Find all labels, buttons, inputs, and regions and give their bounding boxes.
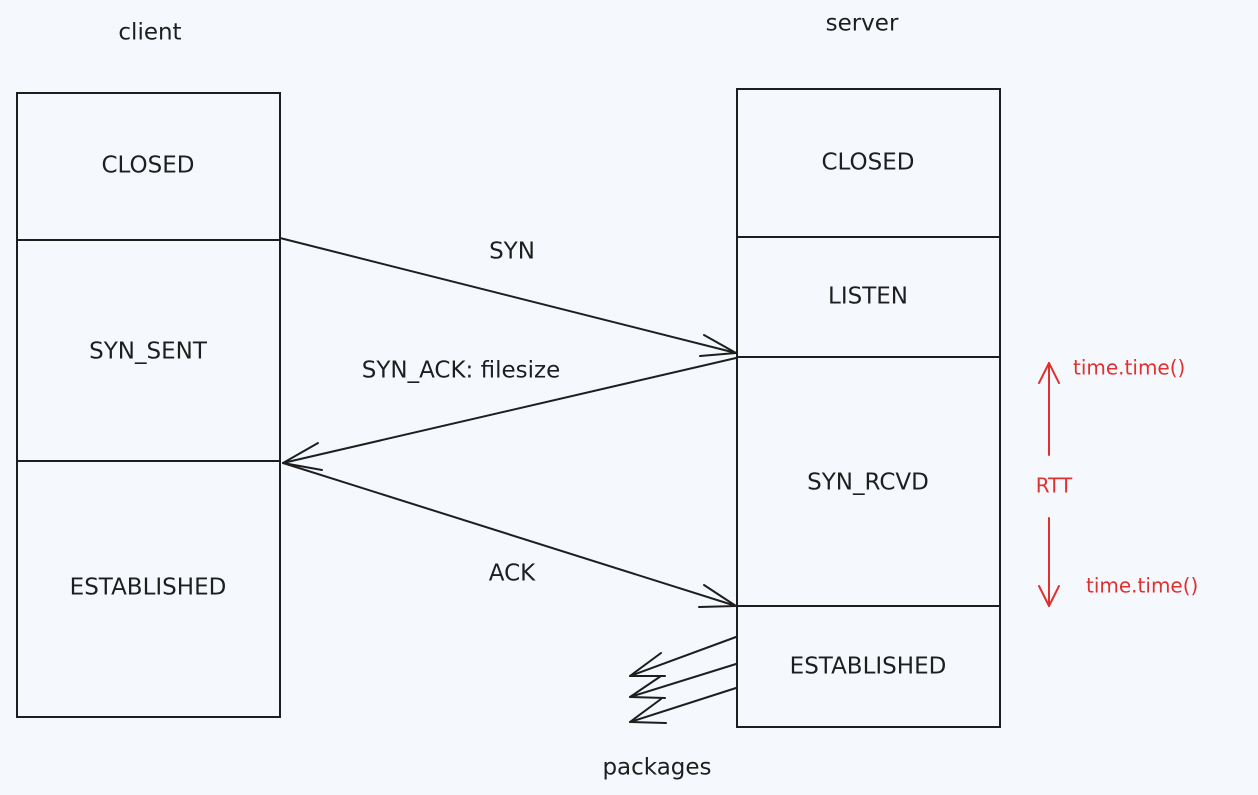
state-label: CLOSED xyxy=(822,150,915,176)
state-label: SYN_SENT xyxy=(89,339,208,365)
ack-arrow xyxy=(282,462,737,608)
state-label: ESTABLISHED xyxy=(70,575,227,601)
packages-label: packages xyxy=(602,755,711,781)
rtt-end-timestamp: time.time() xyxy=(1086,574,1198,598)
state-label: SYN_RCVD xyxy=(807,470,929,496)
server-state-established: ESTABLISHED xyxy=(736,605,1001,728)
rtt-label: RTT xyxy=(1036,474,1073,498)
syn-ack-label: SYN_ACK: filesize xyxy=(362,358,561,384)
ack-label: ACK xyxy=(489,561,536,587)
server-state-listen: LISTEN xyxy=(736,236,1001,358)
state-label: ESTABLISHED xyxy=(790,654,947,680)
rtt-up-arrow xyxy=(1038,362,1060,456)
rtt-start-timestamp: time.time() xyxy=(1073,356,1185,380)
state-label: CLOSED xyxy=(102,153,195,179)
syn-arrow xyxy=(279,237,737,357)
rtt-down-arrow xyxy=(1038,517,1060,607)
client-state-established: ESTABLISHED xyxy=(16,460,281,718)
packages-arrows xyxy=(629,636,737,724)
client-title: client xyxy=(118,20,181,46)
server-state-closed: CLOSED xyxy=(736,88,1001,238)
state-label: LISTEN xyxy=(828,284,908,310)
server-state-syn-rcvd: SYN_RCVD xyxy=(736,356,1001,607)
syn-label: SYN xyxy=(489,239,535,265)
client-state-closed: CLOSED xyxy=(16,92,281,241)
client-state-syn-sent: SYN_SENT xyxy=(16,239,281,462)
server-title: server xyxy=(826,11,899,37)
